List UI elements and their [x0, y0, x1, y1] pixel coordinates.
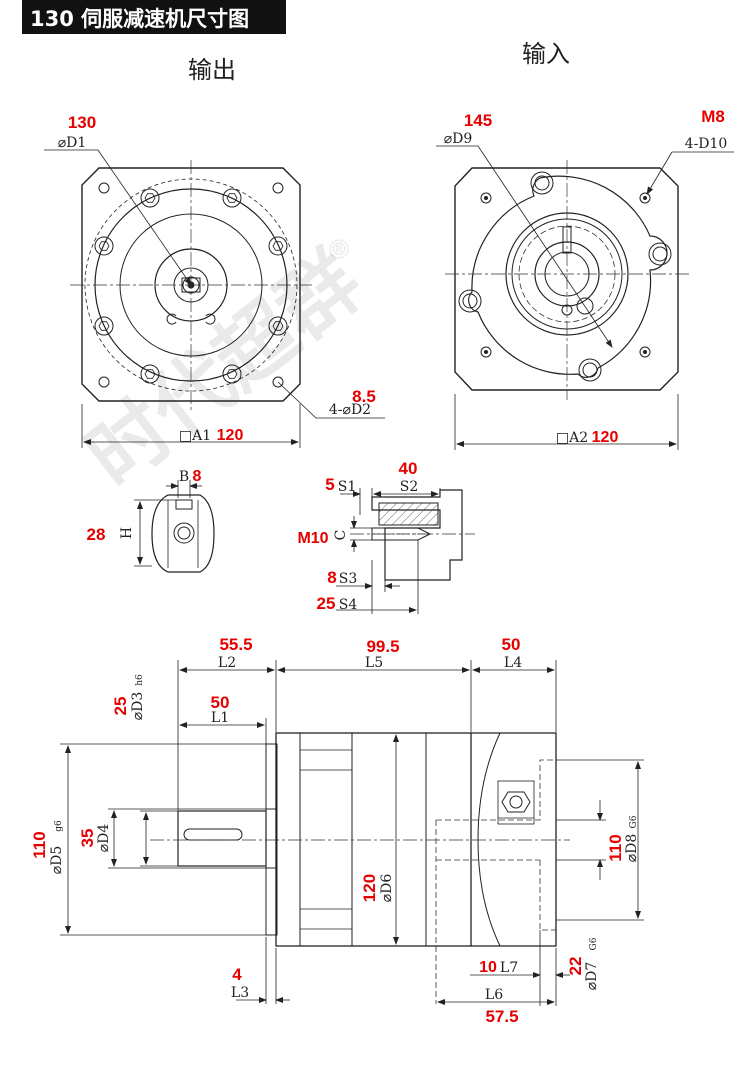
d5-label: ⌀D5 — [49, 846, 65, 875]
d8-label: ⌀D8 — [624, 834, 640, 863]
l4-value: 50 — [502, 635, 521, 654]
l3-label: L3 — [231, 985, 249, 1001]
c-label: C — [333, 530, 349, 541]
l4-label: L4 — [504, 655, 522, 671]
d3-label: ⌀D3 — [130, 692, 146, 721]
d7-label: ⌀D7 — [584, 962, 600, 991]
s1-value: 5 — [325, 475, 334, 494]
l2-label: L2 — [218, 655, 236, 671]
side-view — [150, 732, 570, 1004]
side-view-dimensions: 55.5 L2 99.5 L5 50 L4 50 L1 25 ⌀D3 h6 35… — [30, 635, 644, 1026]
d10-value: M8 — [701, 107, 725, 126]
shaft-end-view: B 8 H 28 — [87, 468, 215, 573]
h-label: H — [119, 527, 135, 539]
d8-value: 110 — [606, 834, 625, 861]
l7-label: L7 — [500, 960, 518, 976]
l1-value: 50 — [211, 693, 230, 712]
output-face-view: 130 ⌀D1 8.5 4-⌀D2 □A1 120 — [44, 113, 385, 448]
d6-label: ⌀D6 — [379, 874, 395, 903]
d3-value: 25 — [111, 697, 130, 716]
s1-label: S1 — [338, 479, 357, 495]
page-title: 130 伺服减速机尺寸图 — [30, 7, 249, 31]
output-view-label: 输出 — [188, 56, 236, 84]
s4-label: S4 — [339, 597, 358, 613]
input-face-view: 145 ⌀D9 M8 4-D10 □A2 120 — [436, 107, 734, 450]
b-label: B — [179, 469, 189, 485]
l5-label: L5 — [365, 655, 383, 671]
l7-value: 10 — [479, 959, 497, 976]
header-banner: 130 伺服减速机尺寸图 — [22, 0, 286, 34]
d8-tolerance: G6 — [629, 815, 639, 828]
s2-label: S2 — [400, 479, 419, 495]
d2-label: 4-⌀D2 — [329, 402, 371, 418]
a1-value: 120 — [217, 427, 244, 444]
input-bore-detail: 5 S1 40 S2 C M10 8 S3 25 S4 — [297, 459, 475, 614]
input-view-label: 输入 — [522, 40, 570, 68]
d10-label: 4-D10 — [685, 136, 728, 152]
l1-label: L1 — [211, 710, 229, 726]
a2-value: 120 — [592, 429, 619, 446]
d7-value: 22 — [566, 957, 585, 976]
s4-value: 25 — [317, 594, 336, 613]
d7-tolerance: G6 — [589, 937, 599, 950]
d3-tolerance: h6 — [135, 674, 145, 686]
l6-value: 57.5 — [485, 1007, 518, 1026]
d6-value: 120 — [360, 874, 379, 902]
registered-mark: ® — [330, 239, 348, 260]
c-value: M10 — [297, 530, 328, 547]
output-bolt-holes — [94, 188, 288, 384]
d9-value: 145 — [464, 111, 492, 130]
d5-value: 110 — [30, 831, 49, 858]
d4-value: 35 — [78, 829, 97, 848]
s2-value: 40 — [399, 459, 418, 478]
d2-value: 8.5 — [352, 387, 376, 406]
l5-value: 99.5 — [366, 637, 399, 656]
d4-label: ⌀D4 — [96, 824, 112, 853]
d9-label: ⌀D9 — [444, 131, 473, 147]
l6-label: L6 — [485, 987, 503, 1003]
d1-label: ⌀D1 — [58, 135, 87, 151]
a2-label: □A2 — [556, 430, 588, 446]
s3-value: 8 — [327, 568, 336, 587]
s3-label: S3 — [339, 571, 358, 587]
b-value: 8 — [193, 468, 202, 485]
h-value: 28 — [87, 525, 106, 544]
l2-value: 55.5 — [219, 635, 252, 654]
d1-value: 130 — [68, 113, 96, 132]
l3-value: 4 — [232, 965, 242, 984]
d5-tolerance: g6 — [54, 820, 64, 832]
a1-label: □A1 — [179, 428, 211, 444]
